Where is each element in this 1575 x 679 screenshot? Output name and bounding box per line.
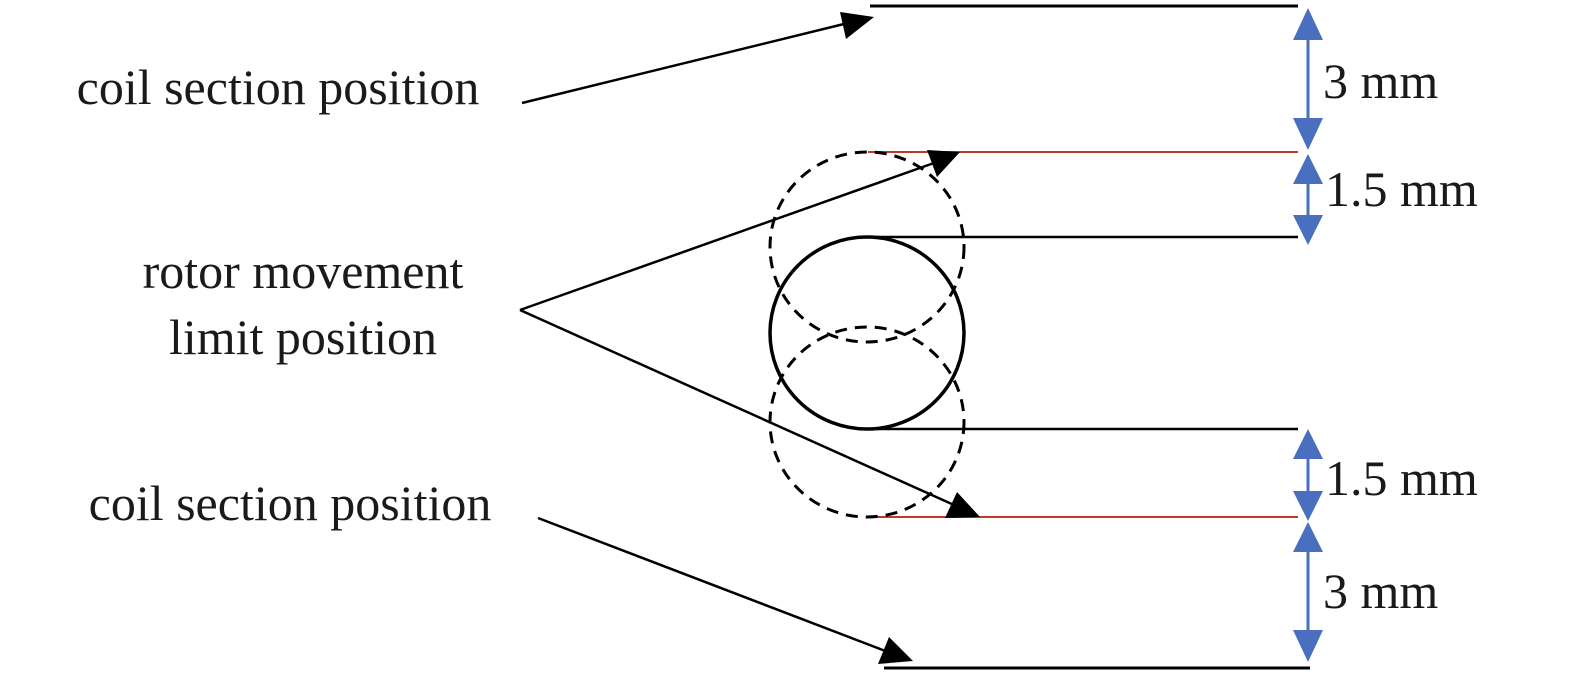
dim-label-lower-travel: 1.5 mm — [1325, 450, 1478, 506]
label-coil-bottom: coil section position — [89, 475, 492, 531]
arrow-down-icon — [1293, 215, 1323, 245]
arrowhead-icon — [878, 637, 913, 664]
leader-coil-top — [521, 12, 874, 105]
label-coil-top: coil section position — [77, 59, 480, 115]
dim-upper-travel — [1293, 154, 1323, 245]
rotor-upper-limit-circle — [768, 150, 966, 344]
arrow-up-icon — [1293, 8, 1323, 40]
arrowhead-icon — [945, 492, 980, 518]
dim-label-top-gap: 3 mm — [1323, 53, 1438, 109]
dim-label-upper-travel: 1.5 mm — [1325, 161, 1478, 217]
arrowhead-icon — [927, 150, 960, 177]
dim-label-bottom-gap: 3 mm — [1323, 563, 1438, 619]
arrow-down-icon — [1293, 630, 1323, 662]
leader-coil-bottom — [537, 516, 913, 664]
label-rotor-line2: limit position — [169, 309, 437, 365]
arrow-up-icon — [1293, 154, 1323, 184]
arrow-down-icon — [1293, 118, 1323, 150]
dim-lower-travel — [1293, 429, 1323, 521]
leader-rotor-lower — [519, 308, 980, 518]
label-rotor-line1: rotor movement — [143, 243, 464, 299]
arrowhead-icon — [840, 12, 874, 39]
arrow-up-icon — [1293, 429, 1323, 459]
arrow-down-icon — [1293, 491, 1323, 521]
arrow-up-icon — [1293, 522, 1323, 552]
leader-rotor-upper — [519, 150, 960, 312]
dim-top-gap — [1293, 8, 1323, 150]
rotor-center-circle — [768, 235, 966, 431]
dim-bottom-gap — [1293, 522, 1323, 662]
rotor-lower-limit-circle — [768, 325, 966, 519]
